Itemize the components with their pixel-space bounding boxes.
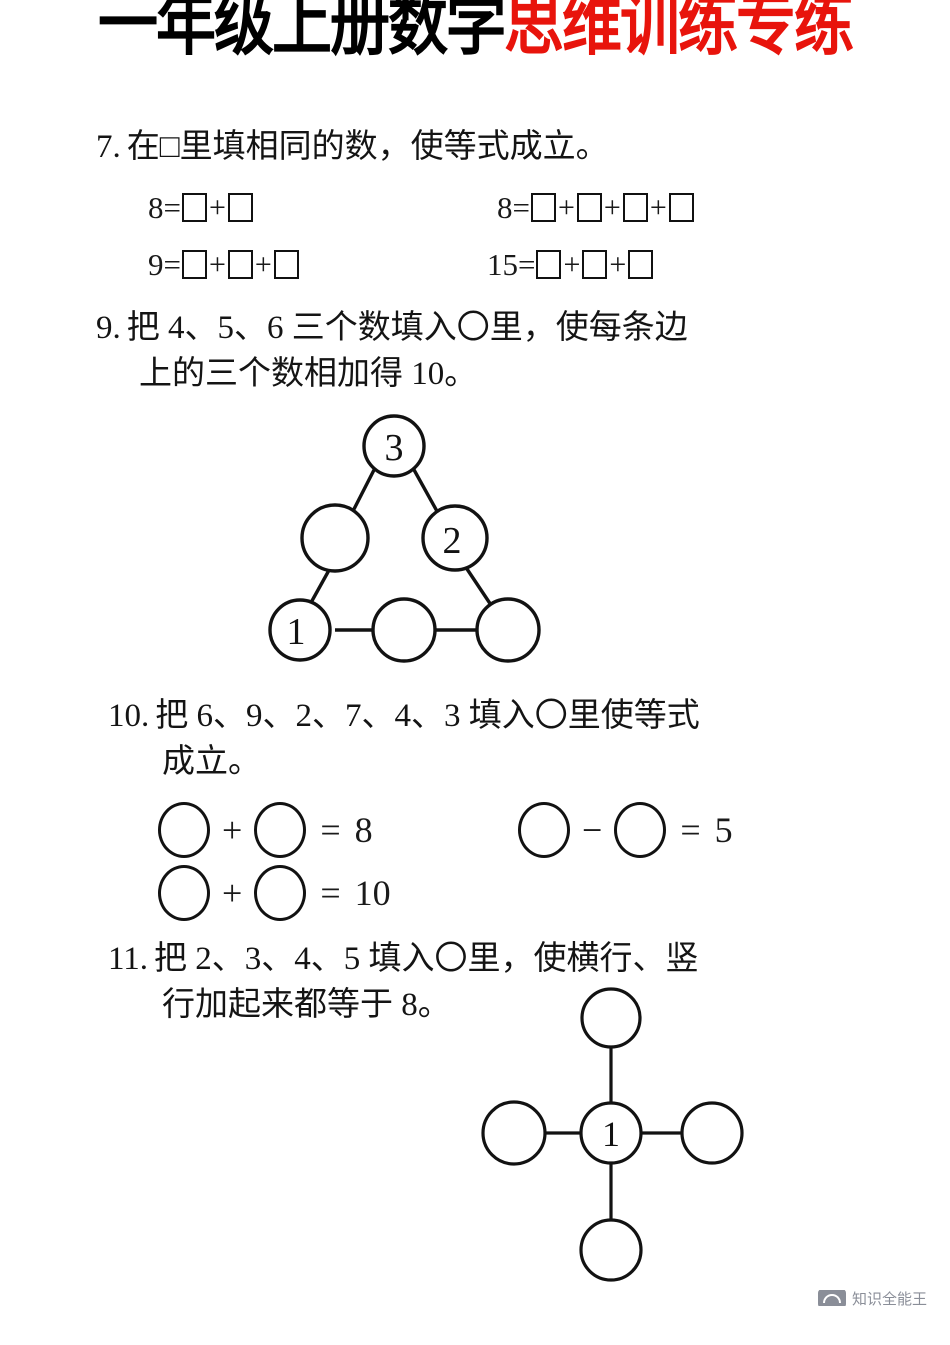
question-9-text-line2: 上的三个数相加得 10。: [139, 356, 478, 392]
question-7-number: 7.: [96, 129, 121, 165]
minus-sign: −: [582, 810, 603, 850]
q10-eq2-result: 5: [714, 810, 733, 850]
q7-equation-2: 8= + + +: [497, 192, 695, 223]
triangle-node-mid-right-value: 2: [443, 520, 462, 562]
watermark-text: 知识全能王: [852, 1290, 928, 1306]
q10-circle-equation-1: + = 8: [158, 802, 373, 858]
title-black-text: 一年级上册数学: [98, 0, 506, 66]
question-11-text-line2: 行加起来都等于 8。: [162, 987, 451, 1023]
q7-eq2-lead: 8=: [497, 190, 530, 225]
watermark-logo: 知识全能王: [818, 1290, 948, 1306]
plus-sign: +: [557, 190, 575, 224]
question-11-number: 11.: [108, 941, 149, 977]
equals-sign: =: [680, 810, 701, 850]
answer-box[interactable]: [536, 250, 562, 279]
question-7-prompt: 7.在□里填相同的数，使等式成立。: [96, 124, 609, 170]
plus-sign: +: [563, 247, 581, 281]
question-7: 7.在□里填相同的数，使等式成立。: [96, 124, 609, 170]
answer-circle[interactable]: [158, 802, 210, 858]
question-11-text-line1: 把 2、3、4、5 填入〇里，使横行、竖: [154, 941, 699, 977]
answer-circle[interactable]: [254, 865, 307, 921]
plus-sign: +: [222, 873, 243, 913]
question-10-text-line2: 成立。: [162, 744, 261, 780]
triangle-node-bottom-left-value: 1: [287, 611, 306, 653]
q7-eq4-lead: 15=: [487, 247, 536, 282]
answer-circle[interactable]: [158, 865, 210, 921]
plus-sign: +: [609, 247, 627, 281]
question-9-number: 9.: [96, 310, 121, 346]
plus-sign: +: [254, 247, 272, 281]
answer-box[interactable]: [668, 193, 694, 222]
plus-sign: +: [208, 190, 226, 224]
q7-eq3-lead: 9=: [148, 247, 181, 282]
question-11-prompt: 11.把 2、3、4、5 填入〇里，使横行、竖 行加起来都等于 8。: [108, 936, 699, 1028]
q10-circle-equation-3: + = 10: [158, 865, 391, 921]
answer-circle[interactable]: [254, 802, 307, 858]
triangle-puzzle-figure: 3 2 1: [255, 408, 545, 673]
question-9: 9.把 4、5、6 三个数填入〇里，使每条边 上的三个数相加得 10。: [96, 305, 688, 397]
brand-logo-icon: [818, 1290, 846, 1306]
answer-box[interactable]: [273, 250, 299, 279]
answer-box[interactable]: [622, 193, 648, 222]
question-10: 10.把 6、9、2、7、4、3 填入〇里使等式 成立。: [108, 693, 700, 785]
q7-equation-1: 8= +: [148, 192, 254, 223]
plus-sign: +: [222, 810, 243, 850]
plus-sign: +: [603, 190, 621, 224]
cross-puzzle-figure: 1: [463, 985, 763, 1285]
worksheet-title: 一年级上册数学思维训练专练: [0, 0, 950, 92]
question-9-prompt: 9.把 4、5、6 三个数填入〇里，使每条边 上的三个数相加得 10。: [96, 305, 688, 397]
q10-circle-equation-2: − = 5: [518, 802, 733, 858]
answer-box[interactable]: [227, 193, 253, 222]
q10-eq3-result: 10: [354, 873, 391, 913]
answer-box[interactable]: [181, 193, 207, 222]
question-11: 11.把 2、3、4、5 填入〇里，使横行、竖 行加起来都等于 8。: [108, 936, 699, 1028]
question-10-prompt: 10.把 6、9、2、7、4、3 填入〇里使等式 成立。: [108, 693, 700, 785]
question-9-text-line1: 把 4、5、6 三个数填入〇里，使每条边: [126, 310, 688, 346]
equals-sign: =: [320, 873, 341, 913]
plus-sign: +: [649, 190, 667, 224]
answer-box[interactable]: [576, 193, 602, 222]
equals-sign: =: [320, 810, 341, 850]
q7-eq1-lead: 8=: [148, 190, 181, 225]
answer-circle[interactable]: [614, 802, 667, 858]
answer-box[interactable]: [628, 250, 654, 279]
answer-circle[interactable]: [518, 802, 570, 858]
question-7-text: 在□里填相同的数，使等式成立。: [126, 129, 609, 165]
plus-sign: +: [208, 247, 226, 281]
q7-equation-3: 9= + +: [148, 249, 300, 280]
q10-eq1-result: 8: [354, 810, 373, 850]
q7-equation-4: 15= + +: [487, 249, 654, 280]
triangle-node-top-value: 3: [385, 427, 404, 469]
question-10-text-line1: 把 6、9、2、7、4、3 填入〇里使等式: [155, 698, 700, 734]
answer-box[interactable]: [582, 250, 608, 279]
answer-box[interactable]: [227, 250, 253, 279]
cross-node-center-value: 1: [602, 1114, 620, 1154]
answer-box[interactable]: [181, 250, 207, 279]
title-red-text: 思维训练专练: [504, 0, 854, 66]
question-10-number: 10.: [108, 698, 150, 734]
answer-box[interactable]: [530, 193, 556, 222]
